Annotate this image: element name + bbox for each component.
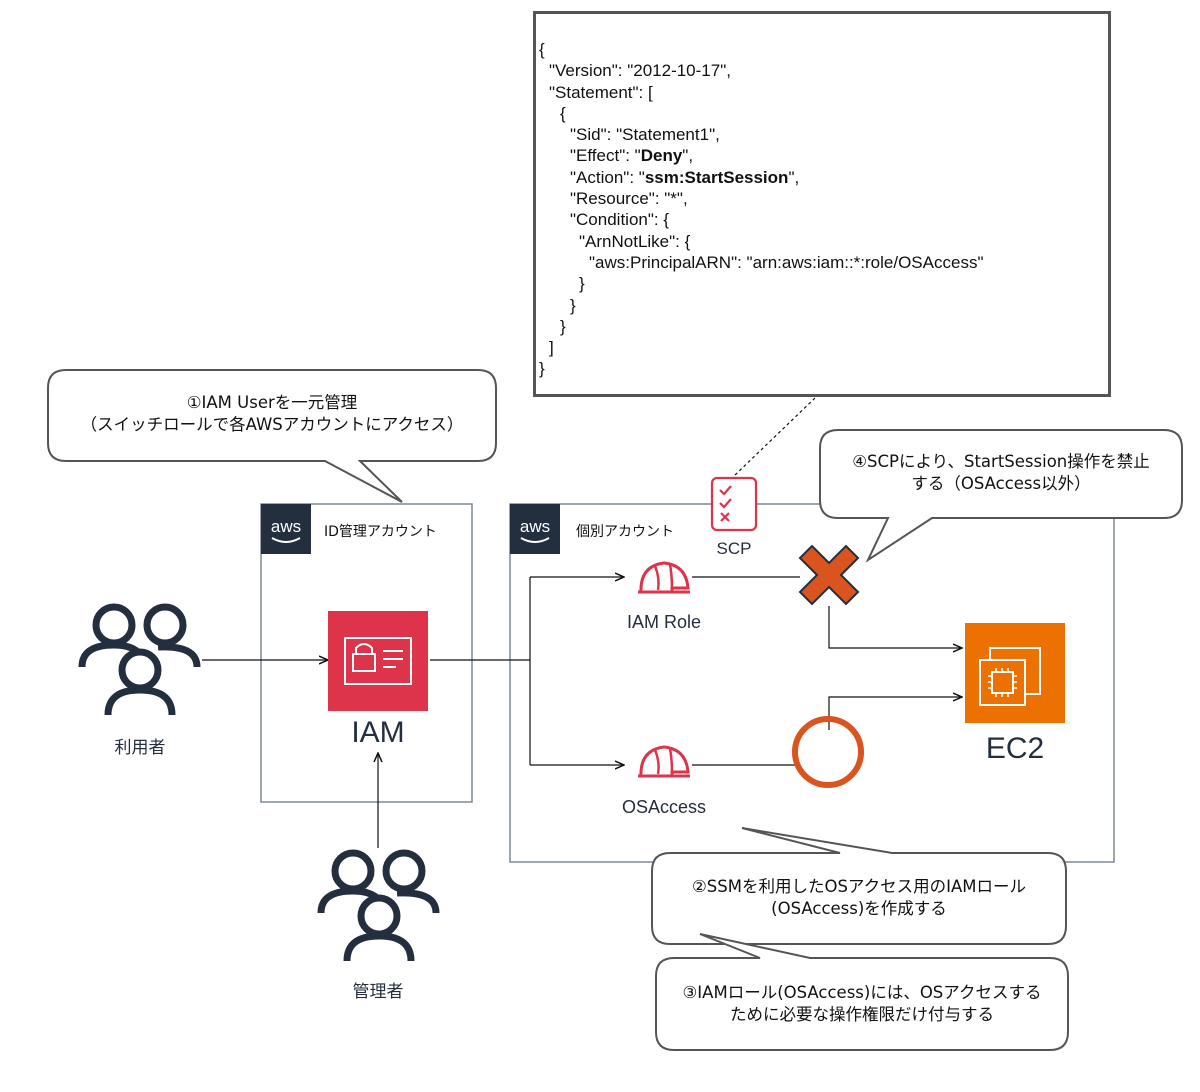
callout-3-text: ③IAMロール(OSAccess)には、OSアクセスする ために必要な操作権限だ…: [682, 983, 1042, 1024]
policy-line: }: [579, 274, 585, 294]
svg-text:aws: aws: [520, 517, 550, 536]
scp-policy-document: {"Version": "2012-10-17","Statement": [{…: [533, 11, 1111, 397]
policy-line: "ArnNotLike": {: [579, 231, 691, 251]
aws-logo-member-account: aws: [510, 504, 560, 554]
aws-logo-id-account: aws: [261, 504, 311, 554]
callout-2-bubble: [651, 827, 1067, 945]
policy-line: "Effect": "Deny",: [570, 146, 694, 166]
id-account-label: ID管理アカウント: [324, 524, 437, 540]
member-account-label: 個別アカウント: [576, 524, 674, 540]
id-account-box: [260, 503, 473, 803]
users-group-icon: [78, 603, 201, 716]
osaccess-helmet-icon: [638, 745, 690, 778]
policy-line: "Resource": "*",: [570, 189, 688, 209]
policy-line: }: [560, 316, 566, 336]
policy-line: "Condition": {: [570, 210, 670, 230]
admins-group-icon: [317, 849, 440, 962]
admins-label: 管理者: [352, 982, 404, 1002]
iam-label: IAM: [351, 716, 405, 749]
policy-line: "Statement": [: [549, 82, 653, 102]
scp-checklist-icon: [710, 476, 758, 532]
deny-x-icon: [798, 544, 860, 606]
iam-icon: [328, 611, 428, 711]
iam-role-label: IAM Role: [626, 612, 702, 632]
callout-3-bubble: [655, 933, 1069, 1051]
policy-line: "Action": "ssm:StartSession",: [570, 167, 800, 187]
policy-line: ]: [549, 338, 554, 358]
callout-2-text: ②SSMを利用したOSアクセス用のIAMロール (OSAccess)を作成する: [691, 877, 1026, 918]
policy-line: {: [560, 103, 566, 123]
allow-circle-icon: [792, 716, 864, 788]
policy-line: "aws:PrincipalARN": "arn:aws:iam::*:role…: [589, 252, 984, 272]
callout-1-text: ①IAM Userを一元管理 （スイッチロールで各AWSアカウントにアクセス）: [80, 393, 464, 434]
callout-4-text: ④SCPにより、StartSession操作を禁止 する（OSAccess以外）: [852, 452, 1150, 493]
policy-to-scp-dotted: [734, 397, 816, 476]
policy-line: "Version": "2012-10-17",: [549, 61, 731, 81]
policy-line: {: [539, 40, 545, 59]
callout-4-bubble: [819, 429, 1183, 563]
scp-label: SCP: [716, 539, 752, 558]
callout-1-bubble: [47, 369, 497, 503]
iam-role-helmet-icon: [638, 561, 690, 594]
osaccess-label: OSAccess: [621, 797, 707, 817]
policy-line: }: [570, 295, 576, 315]
svg-text:aws: aws: [271, 517, 301, 536]
policy-line: "Sid": "Statement1",: [570, 125, 720, 145]
policy-line: }: [539, 359, 545, 379]
ec2-icon: [965, 623, 1065, 723]
ec2-label: EC2: [985, 732, 1045, 765]
users-label: 利用者: [114, 738, 166, 758]
